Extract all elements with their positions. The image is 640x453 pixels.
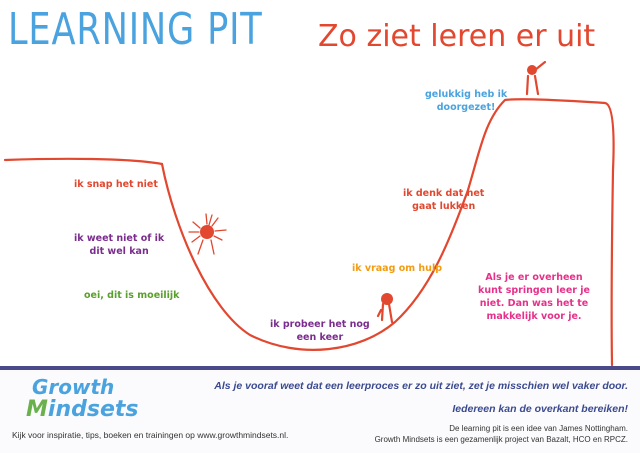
footer-line2: Iedereen kan de overkant bereiken! [452,403,628,415]
figure-top-icon [525,60,547,96]
title-learning-pit: LEARNING PIT [8,4,263,55]
label-gelukkig-line1: gelukkig heb ik [425,89,508,100]
pit-curve [3,98,615,366]
growth-mindsets-logo: Growth Mindsets [26,375,138,423]
footer-line1: Als je vooraf weet dat een leerproces er… [214,380,628,392]
footer-credits: De learning pit is een idee van James No… [375,423,628,445]
figure-bottom-icon [376,293,394,324]
label-probeer-line2: een keer [296,332,344,343]
label-overheen-line2: kunt springen leer je [478,285,591,296]
label-denk: ik denk dat het gaat lukken [403,187,484,213]
learning-pit-diagram [3,60,615,366]
label-overheen-line4: makkelijk voor je. [486,311,582,322]
label-probeer: ik probeer het nog een keer [270,318,370,344]
footer-tagline: Kijk voor inspiratie, tips, boeken en tr… [12,430,289,440]
footer [0,370,640,453]
label-gelukkig-line2: doorgezet! [436,102,496,113]
label-hulp: ik vraag om hulp [352,263,443,274]
label-weet-niet-line2: dit wel kan [89,246,149,257]
footer-divider [0,366,640,370]
footer-credit-line2: Growth Mindsets is een gezamenlijk proje… [374,435,628,444]
label-weet-niet-line1: ik weet niet of ik [74,233,165,244]
label-probeer-line1: ik probeer het nog [270,319,370,330]
title-subtitle: Zo ziet leren er uit [318,19,596,54]
label-snap: ik snap het niet [74,179,158,190]
label-moeilijk: oei, dit is moeilijk [84,290,180,301]
logo-m: M [26,397,48,422]
label-overheen-line3: niet. Dan was het te [479,298,589,309]
label-overheen-line1: Als je er overheen [485,272,583,283]
label-denk-line2: gaat lukken [412,201,476,212]
logo-growth: Growth [32,375,115,399]
figure-falling-icon [188,213,227,255]
label-denk-line1: ik denk dat het [403,188,485,199]
label-gelukkig: gelukkig heb ik doorgezet! [425,88,507,114]
label-weet-niet: ik weet niet of ik dit wel kan [74,232,164,258]
logo-mindsets: Mindsets [26,397,138,422]
footer-credit-line1: De learning pit is een idee van James No… [449,424,628,433]
logo-indsets: indsets [47,397,139,422]
label-overheen: Als je er overheen kunt springen leer je… [478,271,590,323]
